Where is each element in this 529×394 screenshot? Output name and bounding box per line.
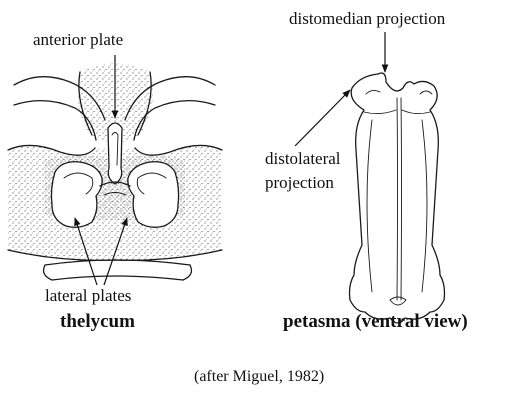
petasma-drawing (350, 73, 445, 323)
lateral-plate-right (128, 162, 179, 228)
lateral-plate-left (51, 162, 102, 228)
label-distolateral-line1: distolateral (265, 149, 341, 168)
label-distomedian-projection: distomedian projection (289, 9, 446, 28)
caption-petasma: petasma (ventral view) (283, 311, 468, 332)
petasma-midline (397, 98, 398, 300)
figure-credit: (after Miguel, 1982) (194, 368, 324, 385)
caption-thelycum: thelycum (60, 311, 135, 332)
leader-distolateral (295, 90, 350, 146)
label-anterior-plate: anterior plate (33, 30, 123, 49)
label-lateral-plates: lateral plates (45, 286, 131, 305)
label-distolateral-line2: projection (265, 173, 334, 192)
